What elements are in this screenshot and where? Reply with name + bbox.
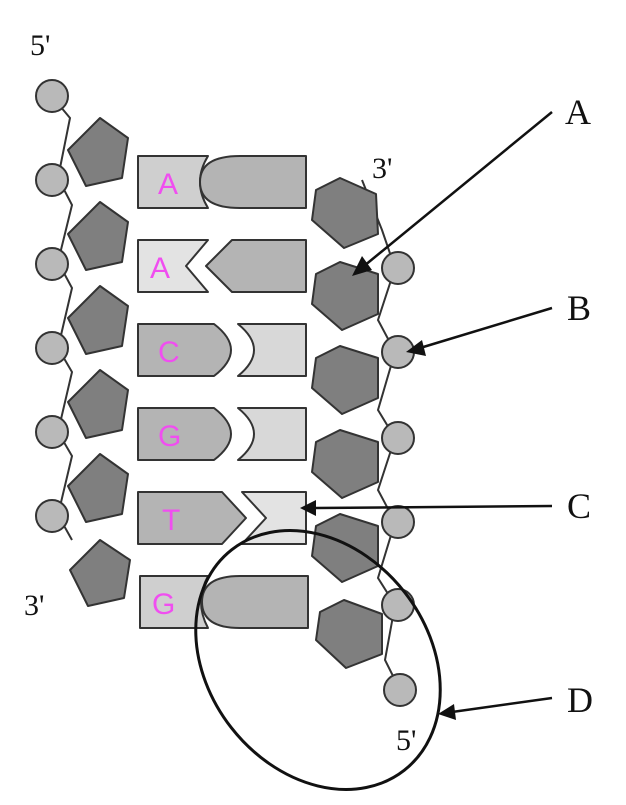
phosphate-left-2 (35, 163, 69, 197)
base-letters: A A C G T G (150, 168, 181, 621)
callout-arrows (300, 111, 553, 720)
callout-label-c: C (567, 486, 591, 526)
sugar-right-5 (311, 513, 379, 583)
right-strand (199, 155, 417, 707)
base-right-6 (201, 575, 309, 629)
sugar-left-3 (67, 285, 129, 355)
phosphate-left-5 (35, 415, 69, 449)
sugar-right-6 (315, 599, 383, 669)
base-letter-6: G (152, 588, 175, 621)
sugar-right-4 (311, 429, 379, 499)
base-right-5 (241, 491, 307, 545)
label-3-prime-left: 3' (24, 589, 44, 622)
phosphate-right-4 (381, 505, 415, 539)
phosphate-left-1 (35, 79, 69, 113)
callout-label-b: B (567, 288, 591, 328)
base-left-4 (137, 407, 232, 461)
label-5-prime-top: 5' (30, 29, 50, 62)
arrow-b-head (406, 340, 426, 356)
arrow-c-head (300, 500, 316, 516)
arrow-c-line (315, 504, 553, 510)
sugar-right-2 (311, 261, 379, 331)
arrow-d-head (438, 704, 456, 720)
phosphate-left-3 (35, 247, 69, 281)
label-5-prime-bottom: 5' (396, 724, 416, 757)
base-letter-5: T (162, 504, 180, 537)
callout-label-d: D (567, 680, 593, 720)
base-right-2 (205, 239, 307, 293)
sugar-left-1 (67, 117, 129, 187)
arrow-b-line (419, 306, 553, 350)
base-left-3 (137, 323, 232, 377)
base-right-1 (199, 155, 307, 209)
phosphate-right-3 (381, 421, 415, 455)
sugar-left-5 (67, 453, 129, 523)
phosphate-right-6 (383, 673, 417, 707)
base-letter-4: G (158, 420, 181, 453)
sugar-right-1 (311, 177, 379, 249)
sugar-left-6 (69, 539, 131, 607)
base-letter-1: A (158, 168, 178, 201)
base-right-4 (237, 407, 307, 461)
arrow-a-head (352, 256, 372, 276)
base-left-2 (137, 239, 209, 293)
arrow-a-line (363, 111, 553, 267)
left-strand: A A C G T G (35, 79, 247, 629)
label-3-prime-right: 3' (372, 152, 392, 185)
base-letter-3: C (158, 336, 180, 369)
sugar-left-4 (67, 369, 129, 439)
sugar-right-3 (311, 345, 379, 415)
phosphate-left-4 (35, 331, 69, 365)
phosphate-right-1 (381, 251, 415, 285)
phosphate-left-6 (35, 499, 69, 533)
sugar-left-2 (67, 201, 129, 271)
base-right-3 (237, 323, 307, 377)
nucleotide-ellipse (194, 529, 442, 791)
phosphate-right-5 (381, 588, 415, 622)
base-left-5 (137, 491, 247, 545)
arrow-d-line (451, 696, 553, 714)
callout-label-a: A (565, 92, 591, 132)
base-letter-2: A (150, 252, 170, 285)
